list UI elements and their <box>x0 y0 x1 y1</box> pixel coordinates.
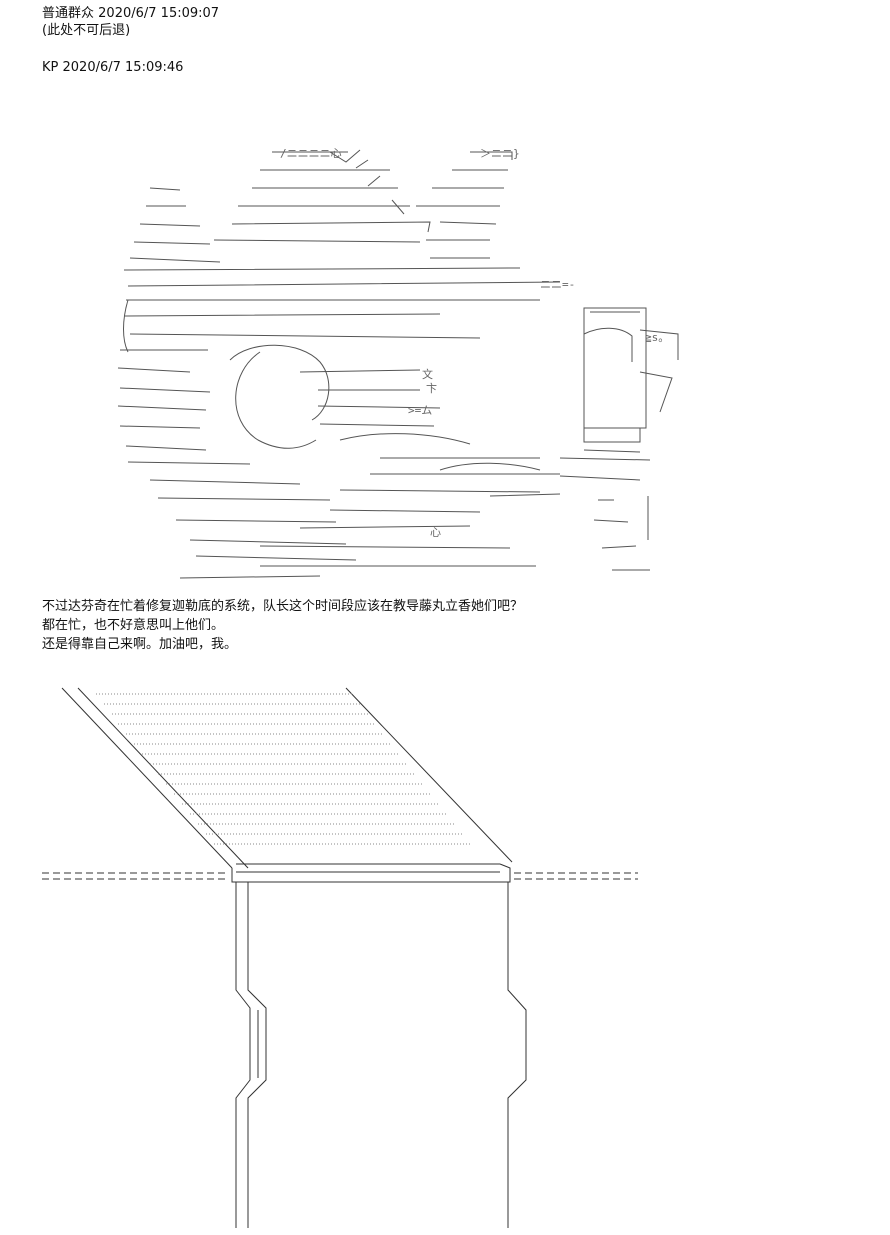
aa-glyph: /ニニニニ心 <box>280 147 342 160</box>
message-body-1: (此处不可后退) <box>42 23 131 38</box>
narration-line-3: 还是得靠自己来啊。加油吧，我。 <box>42 637 238 652</box>
message-timestamp: 2020/6/7 15:09:07 <box>98 6 220 21</box>
message-header-1: 普通群众 2020/6/7 15:09:07 <box>42 5 219 22</box>
aa-glyph: 心 <box>430 526 441 539</box>
floor-line-right <box>514 872 638 880</box>
narration-line-1: 不过达芬奇在忙着修复迦勒底的系统，队长这个时间段应该在教导藤丸立香她们吧？ <box>42 599 524 614</box>
floor-line-left <box>42 872 228 880</box>
aa-glyph: ＞ニニ} <box>480 147 520 160</box>
narration-block: 不过达芬奇在忙着修复迦勒底的系统，队长这个时间段应该在教导藤丸立香她们吧？ 都在… <box>42 597 523 654</box>
aa-glyph: ≧s。 <box>645 331 669 344</box>
aa-glyph: ニニ=- <box>540 278 575 291</box>
aa-glyph: 文 <box>422 367 433 381</box>
aa-glyph: 卞 <box>426 381 437 395</box>
message-timestamp: 2020/6/7 15:09:46 <box>62 60 184 75</box>
message-header-2: KP 2020/6/7 15:09:46 <box>42 59 183 76</box>
message-author: 普通群众 <box>42 6 95 21</box>
aa-glyph: >=ム <box>408 404 432 417</box>
message-author: KP <box>42 60 59 75</box>
narration-line-2: 都在忙，也不好意思叫上他们。 <box>42 618 225 633</box>
